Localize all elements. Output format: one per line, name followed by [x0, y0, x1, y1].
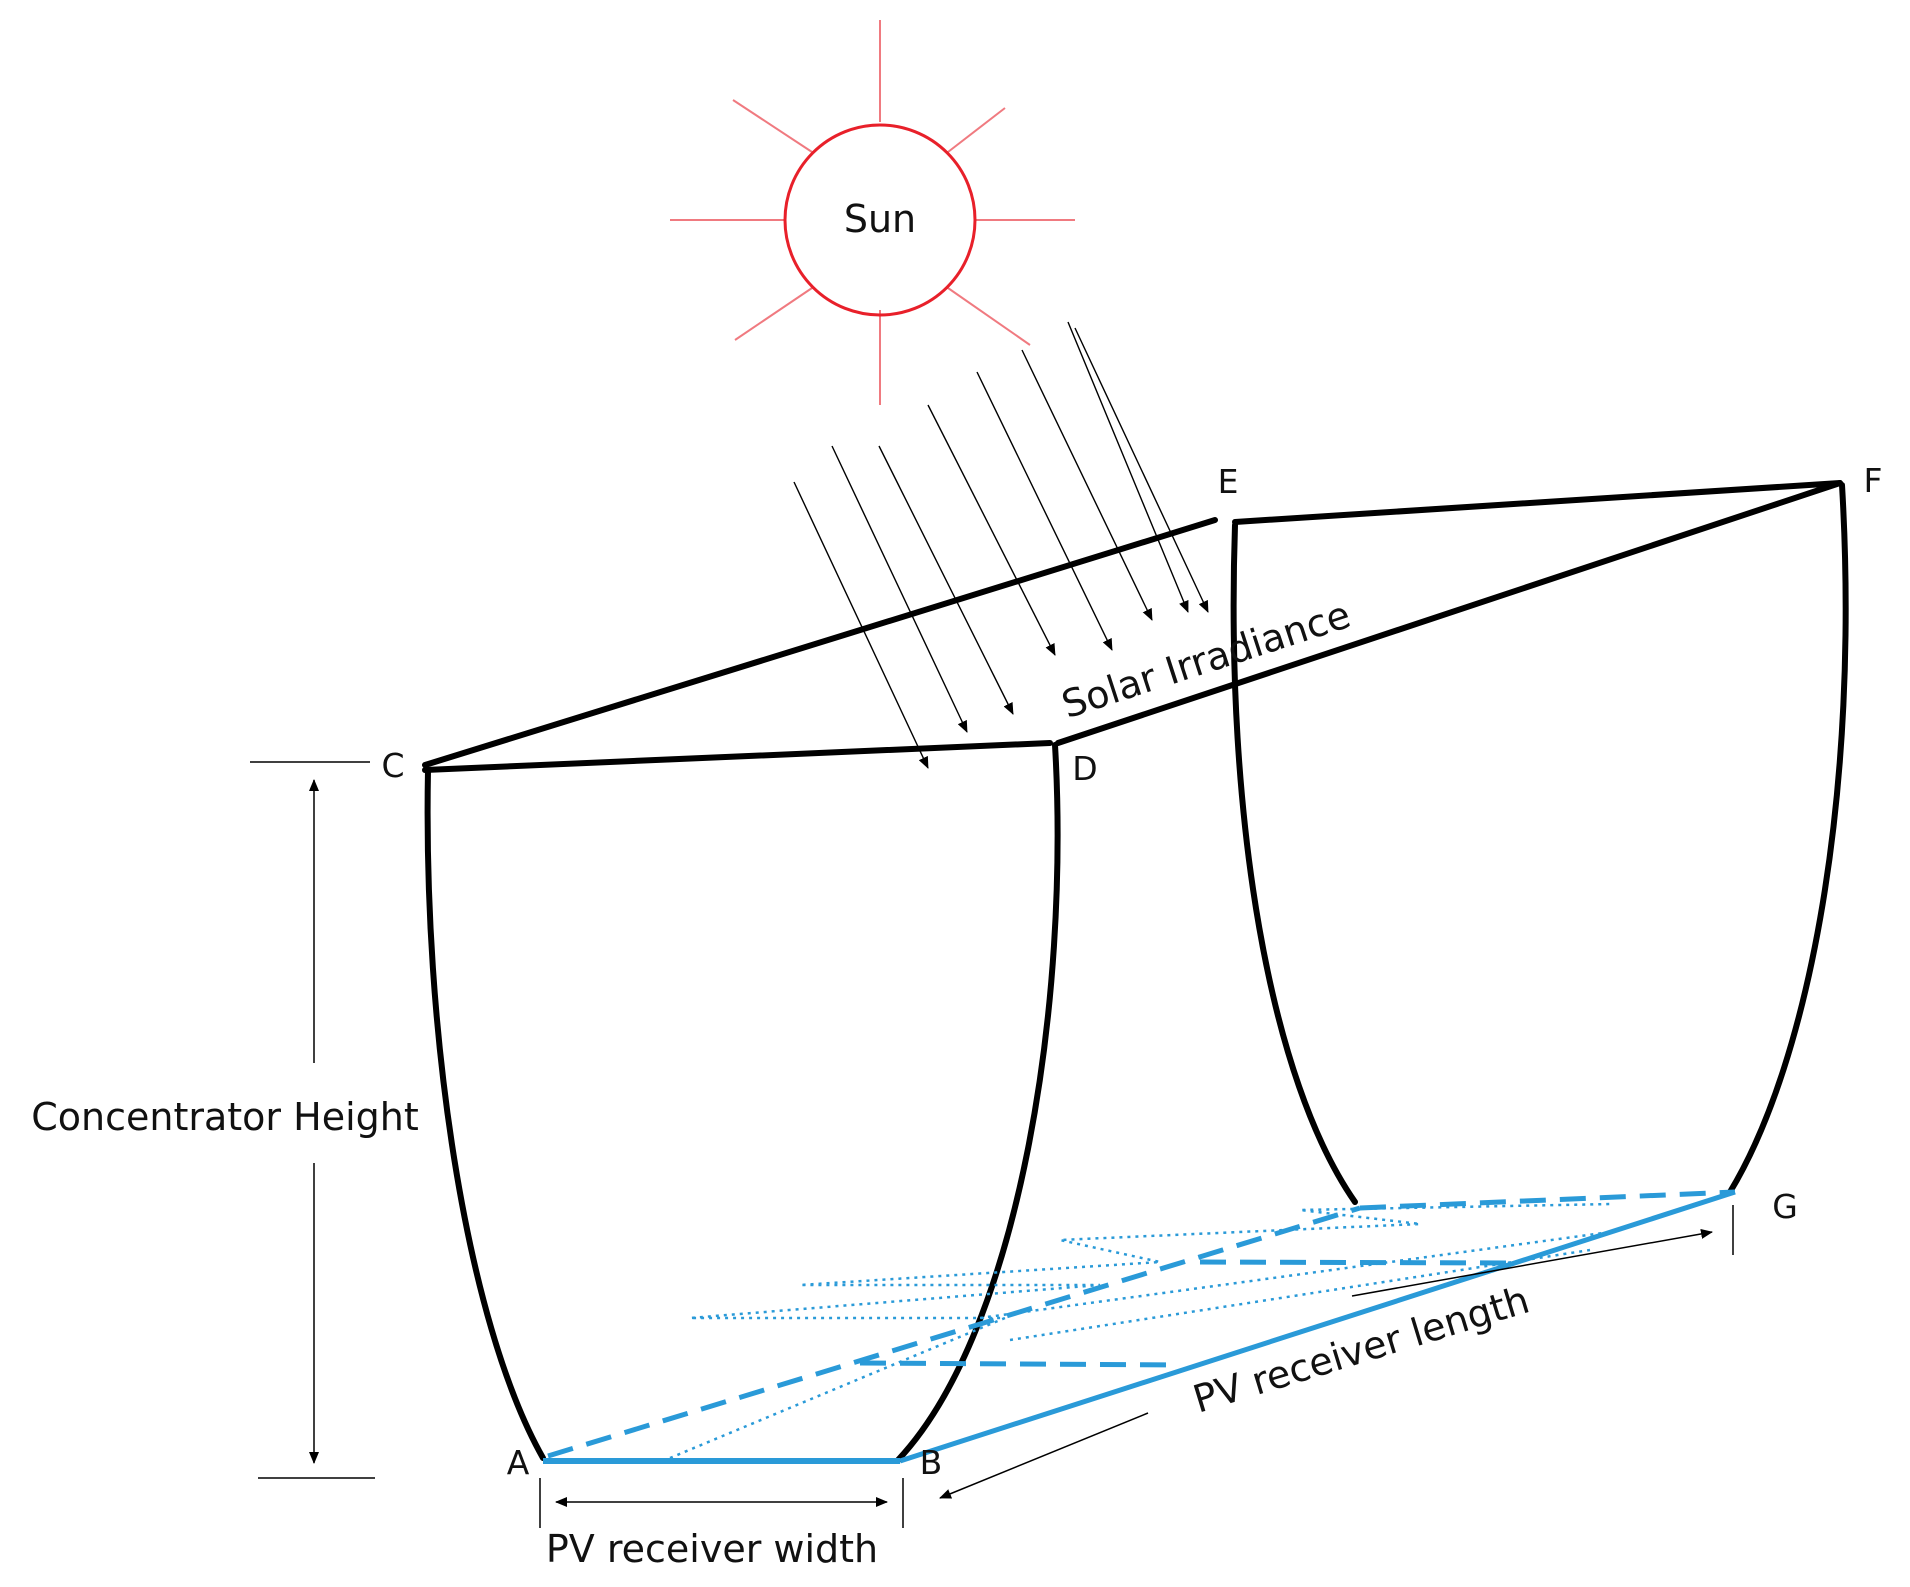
point-label-e: E [1218, 462, 1239, 501]
wall-e-back [1230, 522, 1358, 1205]
point-label-c: C [381, 746, 404, 785]
point-label-d: D [1072, 749, 1097, 788]
irradiance-arrows [793, 321, 1209, 769]
wall-c-a [424, 767, 546, 1461]
point-label-f: F [1864, 461, 1883, 500]
point-label-b: B [920, 1443, 943, 1482]
height-dimension [250, 761, 375, 1479]
edge-c-d [422, 740, 1053, 773]
point-label-g: G [1772, 1187, 1798, 1226]
receiver-dotted-lines [669, 1202, 1613, 1460]
concentrator-outline [422, 480, 1849, 1463]
width-dimension [539, 1478, 904, 1528]
receiver-dashed-lines [547, 1189, 1736, 1459]
receiver-width-label: PV receiver width [546, 1527, 878, 1571]
edge-e-f [1232, 480, 1843, 525]
edge-d-f [1055, 480, 1843, 746]
wall-d-b [895, 742, 1061, 1463]
pv-receiver [543, 1189, 1736, 1464]
sun-circle [783, 123, 977, 317]
edge-c-e [422, 517, 1218, 768]
length-dimension [939, 1205, 1734, 1499]
sun-rays [670, 20, 1075, 405]
sun-label: Sun [844, 197, 916, 241]
wall-f-g [1727, 482, 1849, 1195]
concentrator-height-label: Concentrator Height [31, 1095, 419, 1139]
sun: Sun [670, 20, 1075, 405]
receiver-edge-b-g [899, 1189, 1736, 1464]
point-label-a: A [507, 1443, 530, 1482]
